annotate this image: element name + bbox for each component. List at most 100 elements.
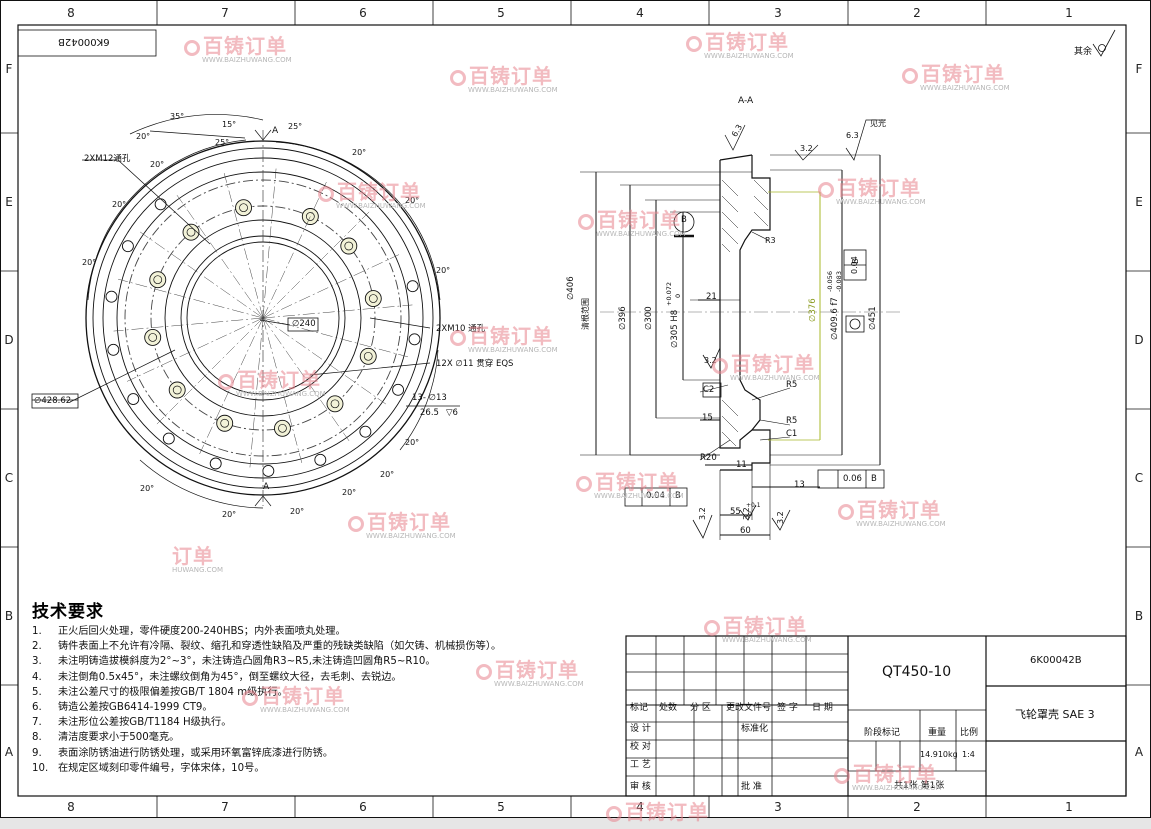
dim-w13: 13 <box>794 480 805 490</box>
center-line <box>262 317 350 442</box>
tech-item: 1.正火后回火处理，零件硬度200-240HBS；内外表面喷丸处理。 <box>32 626 346 637</box>
leader-lines <box>32 129 460 507</box>
drawing-no-rotated: 6K00042B <box>58 36 110 47</box>
outer-hole <box>154 198 167 211</box>
angle-20-12: 20° <box>136 132 151 141</box>
tb-standardize: 标准化 <box>741 724 769 734</box>
tb-review: 审 核 <box>630 782 651 792</box>
bolt-hole <box>235 199 253 217</box>
bolt-hole <box>326 395 344 413</box>
tb-header-date: 日 期 <box>812 703 833 713</box>
rough-32-top: 3.2 <box>800 144 813 153</box>
scroll-strip[interactable] <box>0 818 1151 829</box>
dim-w21: 21 <box>706 292 717 302</box>
outer-hole <box>314 453 327 466</box>
bolt-hole-inner <box>220 418 230 428</box>
tb-check: 校 对 <box>630 742 651 752</box>
tech-item: 5.未注公差尺寸的极限偏差按GB/T 1804 m级执行。 <box>32 686 288 698</box>
tb-process: 工 艺 <box>630 760 651 770</box>
zone-row-e-right: E <box>1135 195 1143 209</box>
dim-r3: R3 <box>765 236 776 245</box>
angle-20-8: 20° <box>140 484 155 493</box>
zone-col-1: 1 <box>1065 6 1073 20</box>
center-line <box>262 317 303 463</box>
center-line <box>249 317 264 468</box>
angle-20-5: 20° <box>82 258 97 267</box>
rough-63-right: 6.3 <box>846 131 859 140</box>
runout-upper-b: B <box>851 258 860 265</box>
zone-col-7-bottom: 7 <box>221 800 229 814</box>
dim-r20: R20 <box>700 453 717 463</box>
center-line <box>223 173 264 319</box>
zone-col-6: 6 <box>359 6 367 20</box>
tech-requirements: 技术要求 1.正火后回火处理，零件硬度200-240HBS；内外表面喷丸处理。 … <box>32 597 501 776</box>
outer-hole <box>392 383 405 396</box>
outer-hole <box>105 290 118 303</box>
zone-col-5: 5 <box>497 6 505 20</box>
rough-32-b3: 3.2 <box>776 511 785 524</box>
bolt-hole <box>273 419 291 437</box>
dim-c2: C2 <box>703 385 715 395</box>
outer-hole <box>127 393 140 406</box>
outer-hole <box>209 457 222 470</box>
dim-w15: 15 <box>702 413 713 423</box>
zone-row-b: B <box>4 609 14 623</box>
tb-header-doc: 更改文件号 <box>726 703 772 713</box>
zone-row-a-right: A <box>1134 745 1144 759</box>
bolt-hole <box>340 237 358 255</box>
tech-item: 10.在规定区域刻印零件编号，字体宋体，10号。 <box>32 762 265 774</box>
tb-header-zone: 分 区 <box>690 703 711 713</box>
callout-holes: 12X ∅11 贯穿 EQS <box>436 359 514 369</box>
dim-d409-tol-upper: -0.056 <box>826 271 834 292</box>
bolt-hole-inner <box>153 275 163 285</box>
zone-col-5-bottom: 5 <box>497 800 505 814</box>
angle-25b: 25° <box>288 122 303 131</box>
datum-b-circle: B <box>681 215 687 225</box>
dim-w55-tol-lower: 0 <box>748 511 752 518</box>
tb-header-count: 处数 <box>659 703 678 713</box>
center-line <box>118 278 264 319</box>
datum-boxes <box>624 211 885 539</box>
tech-item: 3.未注明铸造拔模斜度为2°~3°，未注铸造凸圆角R3~R5,未注铸造凹圆角R5… <box>32 656 436 668</box>
bolt-hole <box>168 381 186 399</box>
dim-d406-note: 清根范围 <box>581 298 590 330</box>
zone-col-4: 4 <box>636 6 644 20</box>
rough-32-b1: 3.2 <box>698 507 707 520</box>
bolt-hole-inner <box>278 423 287 433</box>
dim-r5a: R5 <box>786 380 798 390</box>
fcf-b2: B <box>675 491 681 501</box>
angle-20-2: 20° <box>352 148 367 157</box>
dim-d376: ∅376 <box>808 298 818 322</box>
dim-w55-tol-upper: +0.1 <box>746 502 761 509</box>
zone-row-c-right: C <box>1134 471 1144 485</box>
zone-row-f-right: F <box>1135 62 1143 76</box>
callout-od: ∅428.62 <box>34 396 72 406</box>
center-line <box>262 211 370 319</box>
bolt-hole <box>359 347 377 365</box>
tb-header-sign: 签 字 <box>777 703 798 713</box>
center-line <box>156 317 264 425</box>
center-line <box>262 317 387 405</box>
zone-col-1-bottom: 1 <box>1065 800 1073 814</box>
bolt-hole-inner <box>363 351 373 361</box>
angle-20-4: 20° <box>405 196 420 205</box>
bolt-hole <box>216 414 234 432</box>
dim-r5b: R5 <box>786 416 798 426</box>
zone-col-6-bottom: 6 <box>359 800 367 814</box>
outer-hole <box>406 280 419 293</box>
zone-col-2-bottom: 2 <box>913 800 921 814</box>
tb-approve: 批 准 <box>741 782 762 792</box>
outer-hole <box>359 425 372 438</box>
section-mark-a-top: A <box>272 126 279 136</box>
runout-1: 0.06 <box>843 474 862 484</box>
bolt-hole-inner <box>368 294 378 303</box>
zone-col-2: 2 <box>913 6 921 20</box>
dim-d305-tol-upper: +0.072 <box>665 281 673 306</box>
tech-item: 8.清洁度要求小于500毫克。 <box>32 732 180 744</box>
zone-row-d: D <box>4 333 14 347</box>
tb-scale-label: 比例 <box>960 728 979 738</box>
dim-d305-tol-lower: 0 <box>674 293 682 298</box>
zone-row-a: A <box>4 745 14 759</box>
dim-c1: C1 <box>786 429 798 439</box>
